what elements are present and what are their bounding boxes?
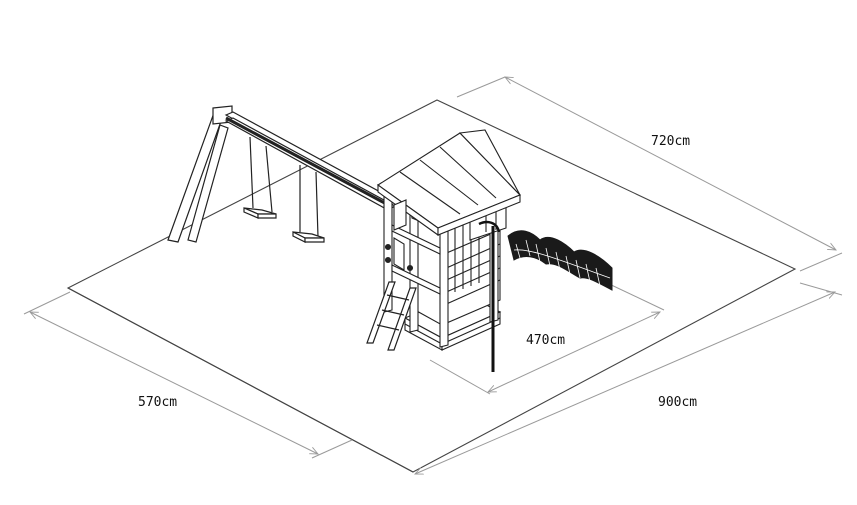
rope-pole (478, 220, 501, 372)
dimension-label-470: 470cm (526, 333, 566, 348)
play-tower (377, 129, 521, 351)
dimension-label-720: 720cm (651, 134, 691, 149)
ladder (366, 281, 417, 351)
tube-slide (507, 230, 613, 291)
dimension-lines (23, 77, 843, 474)
swing-seat-2 (292, 165, 325, 243)
swing-frame (167, 105, 397, 243)
dimension-label-900: 900cm (658, 395, 698, 410)
dimension-label-570: 570cm (138, 395, 178, 410)
swing-seat-1 (243, 136, 277, 219)
